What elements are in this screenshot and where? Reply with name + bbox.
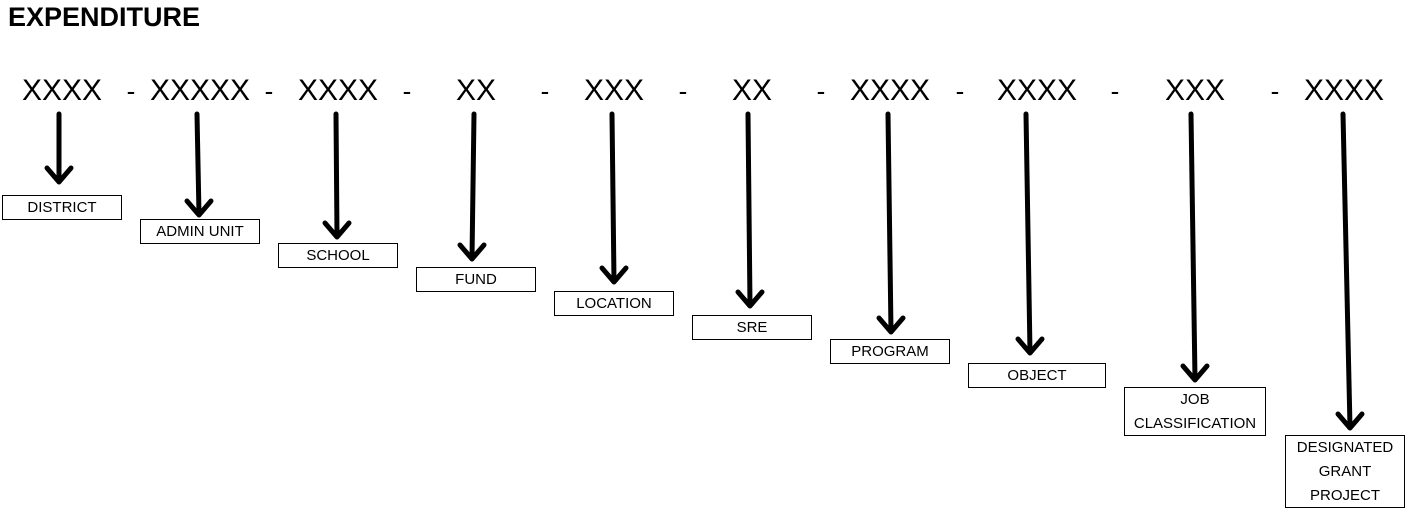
label-box-fund: FUND <box>416 267 536 292</box>
arrow-admin-unit <box>184 111 214 218</box>
segment-code-fund: XX <box>455 74 497 107</box>
segment-separator: - <box>402 76 412 106</box>
segment-separator: - <box>955 76 965 106</box>
segment-separator: - <box>816 76 826 106</box>
segment-code-sre: XX <box>731 74 773 107</box>
segment-code-program: XXXX <box>849 74 931 107</box>
segment-separator: - <box>1110 76 1120 106</box>
label-box-program: PROGRAM <box>830 339 950 364</box>
diagram-title: EXPENDITURE <box>8 2 201 32</box>
arrow-fund <box>457 111 487 262</box>
arrow-district <box>44 111 74 185</box>
segment-separator: - <box>540 76 550 106</box>
arrow-job-classification <box>1180 111 1210 383</box>
label-box-location: LOCATION <box>554 291 674 316</box>
label-box-district: DISTRICT <box>2 195 122 220</box>
segment-code-district: XXXX <box>21 74 103 107</box>
label-box-job-classification: JOB CLASSIFICATION <box>1124 387 1266 436</box>
segment-separator: - <box>264 76 274 106</box>
segment-separator: - <box>1270 76 1280 106</box>
arrow-program <box>876 111 906 335</box>
segment-code-location: XXX <box>583 74 645 107</box>
label-box-admin-unit: ADMIN UNIT <box>140 219 260 244</box>
segment-code-admin-unit: XXXXX <box>149 74 251 107</box>
label-box-designated-grant-project: DESIGNATED GRANT PROJECT <box>1285 435 1405 508</box>
arrow-school <box>322 111 352 240</box>
label-box-sre: SRE <box>692 315 812 340</box>
arrow-object <box>1015 111 1045 356</box>
segment-code-job-classification: XXX <box>1164 74 1226 107</box>
segment-code-designated-grant-project: XXXX <box>1303 74 1385 107</box>
segment-separator: - <box>126 76 136 106</box>
arrow-designated-grant-project <box>1335 111 1365 431</box>
segment-code-school: XXXX <box>297 74 379 107</box>
arrow-sre <box>735 111 765 309</box>
segment-code-object: XXXX <box>996 74 1078 107</box>
label-box-object: OBJECT <box>968 363 1106 388</box>
segment-separator: - <box>678 76 688 106</box>
arrow-location <box>599 111 629 285</box>
label-box-school: SCHOOL <box>278 243 398 268</box>
